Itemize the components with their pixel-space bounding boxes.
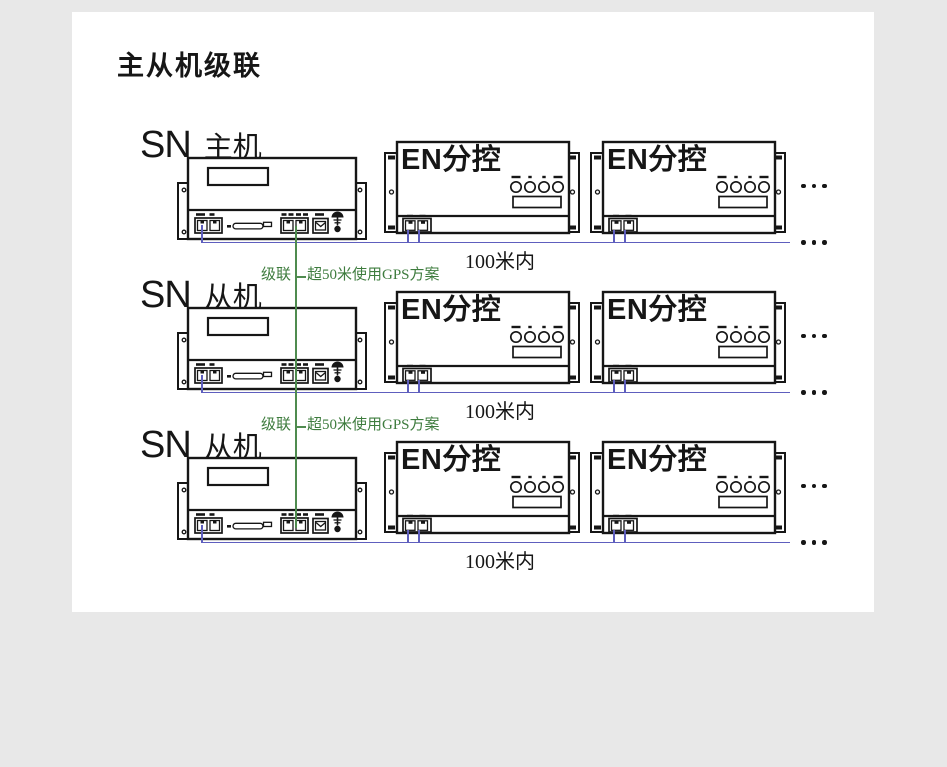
cascade-wire [295,376,297,528]
data-wire-en2-out [624,530,626,543]
cascade-label: 级联 [260,267,291,283]
data-wire-en1-out [418,380,420,393]
en-device-title: EN分控 [607,444,708,476]
more-wire-ellipsis [801,240,827,246]
cascade-wire-stub [297,426,306,428]
sn-controller-device [176,306,368,391]
more-devices-ellipsis [801,483,827,489]
data-wire-en2-out [624,380,626,393]
sn-controller-device [176,456,368,541]
data-wire-en1-in [407,530,409,543]
sn-brand-text: SN [140,424,192,466]
more-wire-ellipsis [801,540,827,546]
distance-label: 100米内 [465,251,535,273]
cascade-gps-note: 超50米使用GPS方案 [307,267,440,283]
data-wire-en2-in [613,230,615,243]
device-row-master: SN 主机 EN分控 EN分控 100米内 级联 超50米使用GPS方案 [0,120,947,378]
en-device-title: EN分控 [607,294,708,326]
data-wire-en1-in [407,230,409,243]
diagram-title: 主从机级联 [117,51,262,81]
en-device-title: EN分控 [607,144,708,176]
more-wire-ellipsis [801,390,827,396]
data-wire-en2-out [624,230,626,243]
sn-brand-text: SN [140,124,192,166]
en-device-title: EN分控 [401,444,502,476]
en-device-title: EN分控 [401,294,502,326]
device-row-slave-2: SN 从机 EN分控 EN分控 100米内 [0,420,947,580]
sn-brand-text: SN [140,274,192,316]
distance-label: 100米内 [465,401,535,423]
sn-controller-device [176,156,368,241]
more-devices-ellipsis [801,183,827,189]
cascade-wire-stub [297,276,306,278]
device-row-slave-1: SN 从机 EN分控 EN分控 100米内 级联 超50米使用GPS方案 [0,270,947,528]
data-wire-en2-in [613,380,615,393]
en-device-title: EN分控 [401,144,502,176]
data-wire-en1-out [418,530,420,543]
data-wire-en1-out [418,230,420,243]
data-wire-horizontal [202,541,790,544]
cascade-gps-note: 超50米使用GPS方案 [307,417,440,433]
data-wire-sn-drop [201,225,203,243]
data-wire-en2-in [613,530,615,543]
more-devices-ellipsis [801,333,827,339]
data-wire-sn-drop [201,375,203,393]
cascade-label: 级联 [260,417,291,433]
data-wire-horizontal [202,241,790,244]
distance-label: 100米内 [465,551,535,573]
data-wire-en1-in [407,380,409,393]
data-wire-sn-drop [201,525,203,543]
data-wire-horizontal [202,391,790,394]
cascade-wire [295,226,297,378]
